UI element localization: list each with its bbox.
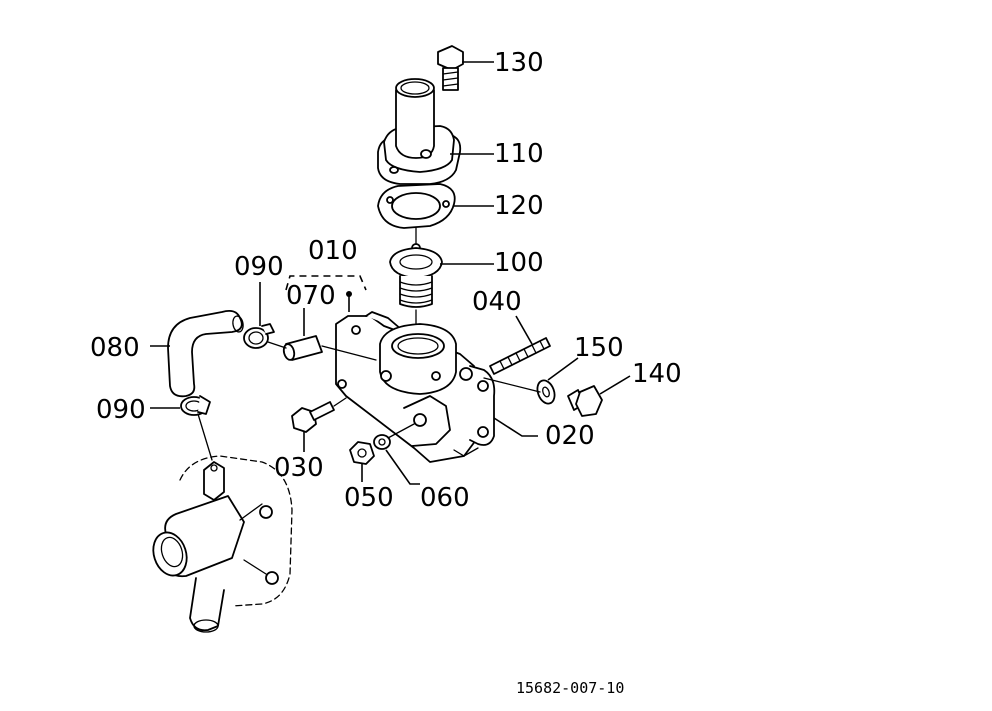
drawing-reference-code: 15682-007-10 (516, 679, 624, 697)
leader-140 (599, 375, 631, 395)
part-050-nut (349, 441, 375, 465)
label-080: 080 (90, 333, 140, 363)
part-120-gasket (377, 183, 456, 229)
part-090-hose-clamp-upper (243, 323, 275, 349)
part-080-hose (167, 309, 244, 398)
part-040-stud-bolt (489, 337, 551, 375)
label-070: 070 (286, 281, 336, 311)
label-100: 100 (494, 248, 544, 278)
part-060-lock-washer (373, 434, 391, 450)
label-040: 040 (472, 287, 522, 317)
part-100-thermostat (389, 227, 443, 327)
label-030: 030 (274, 453, 324, 483)
axis-line-090b (197, 413, 213, 461)
axis-line-090a (267, 341, 287, 349)
group-bracket-010 (285, 275, 367, 291)
label-090b: 090 (96, 395, 146, 425)
part-140-plug (567, 385, 603, 417)
label-130: 130 (494, 48, 544, 78)
leader-040 (515, 315, 533, 345)
leader-060 (385, 449, 420, 485)
leader-020 (493, 417, 538, 437)
label-120: 120 (494, 191, 544, 221)
part-150-washer (536, 379, 556, 405)
label-090a: 090 (234, 252, 284, 282)
leader-150 (547, 357, 579, 381)
label-060: 060 (420, 483, 470, 513)
water-pump-reference (152, 455, 293, 633)
label-020: 020 (545, 421, 595, 451)
label-110: 110 (494, 139, 544, 169)
axis-line-060 (387, 423, 415, 439)
label-010: 010 (308, 236, 358, 266)
part-020-thermostat-housing (335, 311, 496, 463)
label-150: 150 (574, 333, 624, 363)
part-030-bolt (291, 397, 347, 433)
axis-line-070 (321, 345, 377, 361)
part-090-hose-clamp-lower (180, 395, 211, 416)
part-130-bolt (437, 45, 464, 91)
label-050: 050 (344, 483, 394, 513)
part-070-pipe (282, 335, 323, 361)
label-140: 140 (632, 359, 682, 389)
axis-line-150 (483, 377, 541, 393)
part-110-thermostat-cover (377, 78, 462, 185)
